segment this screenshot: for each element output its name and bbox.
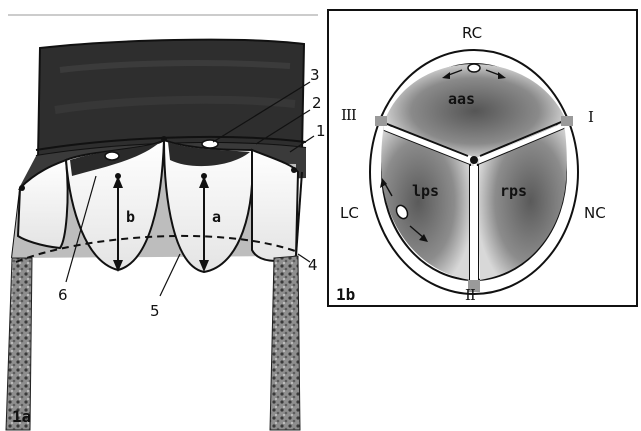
sinus-label-lps: lps [412, 182, 439, 200]
commissure-marker-III [375, 116, 387, 126]
coronary-ostium-2 [202, 140, 218, 148]
tissue-left [6, 258, 32, 430]
leader-5 [160, 254, 180, 296]
panel-1a: b a 3 2 1 4 5 6 1a [6, 15, 326, 430]
callout-1: 1 [316, 122, 326, 140]
commissure-marker-I [561, 116, 573, 126]
cusp-label-rc: RC [462, 24, 482, 42]
cusp-label-nc: NC [584, 204, 606, 222]
label-a: a [212, 208, 221, 226]
label-b: b [126, 208, 135, 226]
valve-center-dot [470, 156, 478, 164]
cusp-label-lc: LC [340, 204, 359, 222]
commissure-dot [161, 136, 167, 142]
callout-3: 3 [310, 66, 320, 84]
commissure-dot [19, 185, 25, 191]
callout-5: 5 [150, 302, 160, 320]
callout-6: 6 [58, 286, 68, 304]
coronary-ostium-1 [105, 152, 119, 160]
cusp-right-partial [252, 150, 298, 261]
cusp-left-partial [18, 160, 68, 248]
ostium-rc [468, 64, 480, 72]
sinus-label-rps: rps [500, 182, 527, 200]
panel-label-1b: 1b [336, 285, 355, 304]
commissure-dot [291, 167, 297, 173]
callout-2: 2 [312, 94, 322, 112]
panel-label-1a: 1a [12, 407, 31, 426]
commissure-label-iii: III [341, 106, 357, 124]
callout-4: 4 [308, 256, 318, 274]
sinus-label-aas: aas [448, 90, 475, 108]
panel-1b: RC LC NC III I II aas lps rps 1b [328, 10, 637, 306]
commissure-label-ii: II [465, 286, 476, 304]
tissue-right [270, 256, 300, 430]
